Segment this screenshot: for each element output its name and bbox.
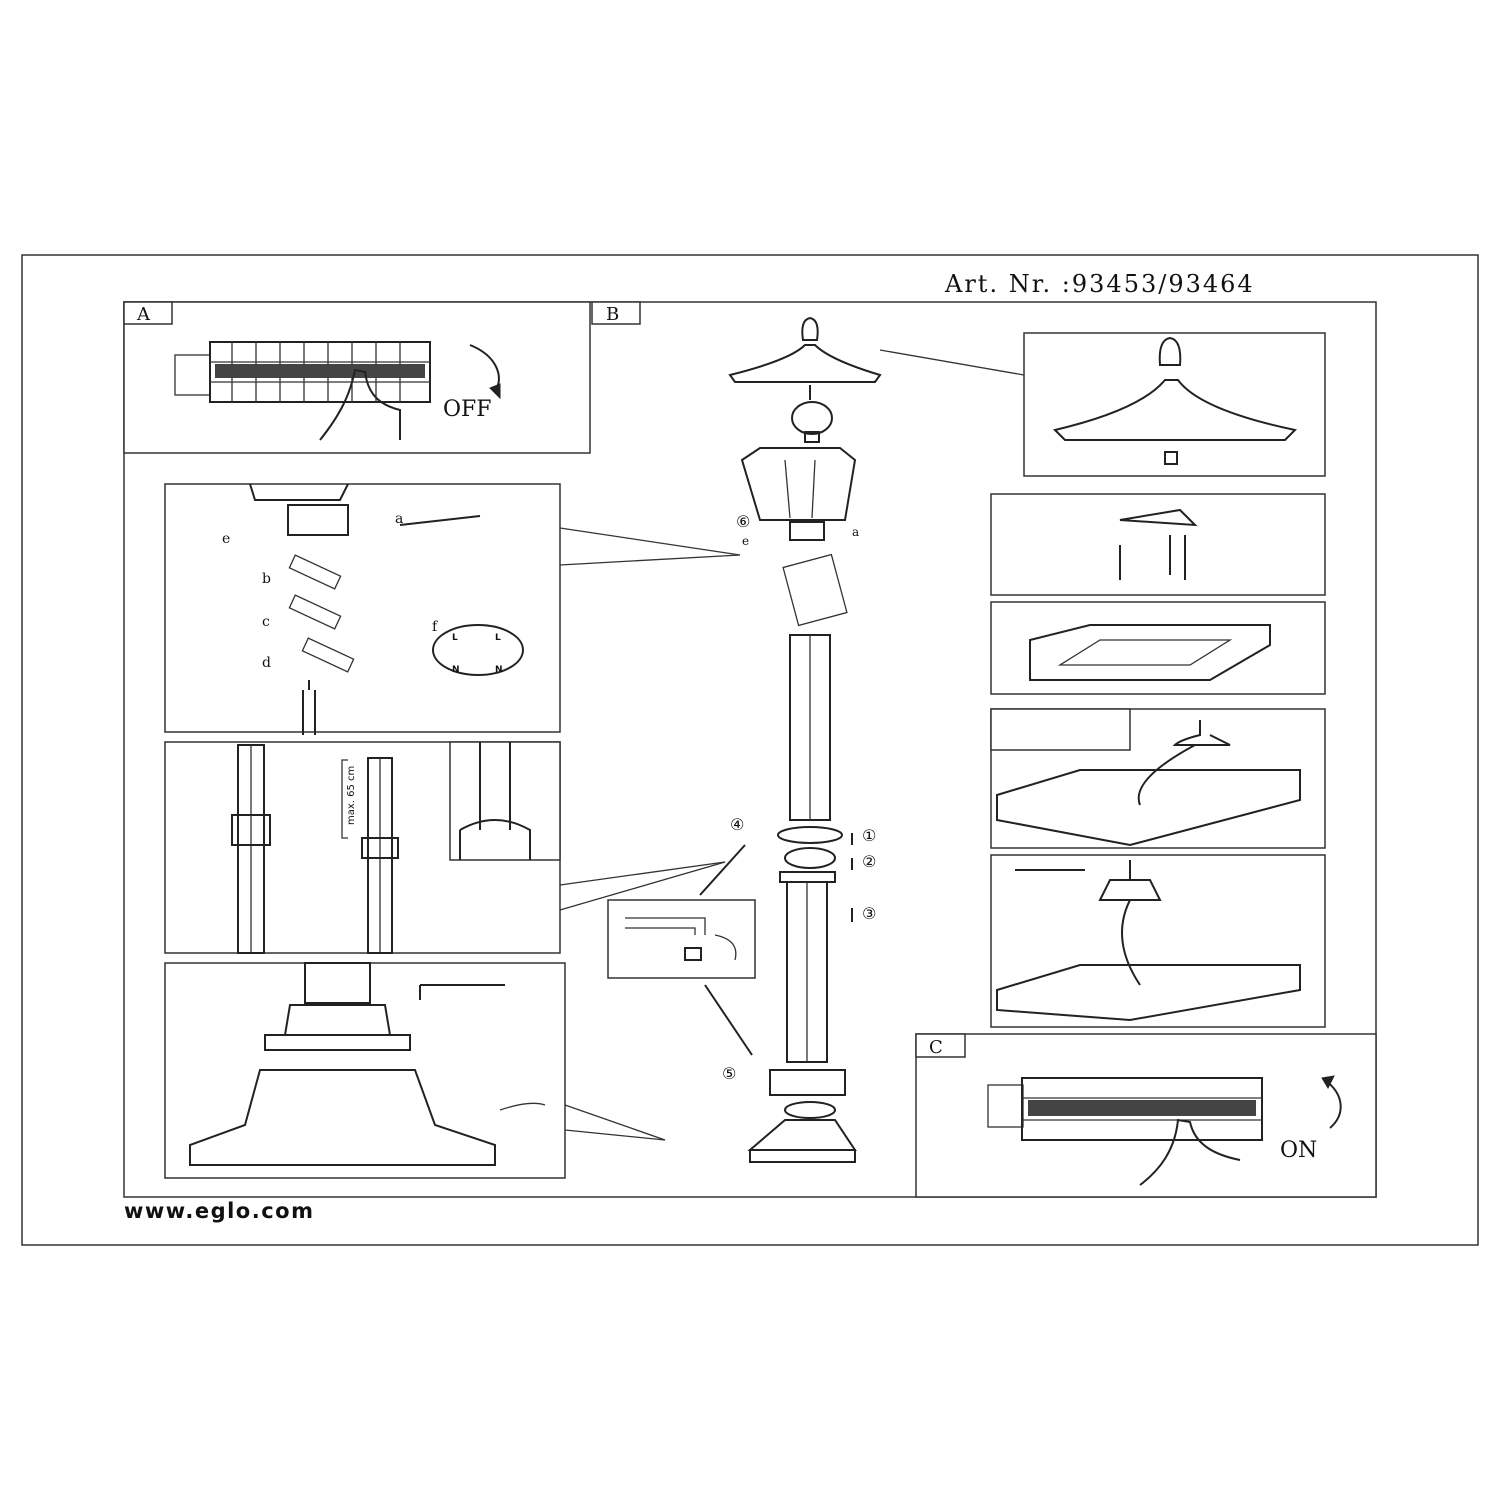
detail-anchor-bolts	[990, 493, 1326, 596]
svg-text:d: d	[262, 655, 271, 671]
website-link[interactable]: www.eglo.com	[124, 1199, 314, 1223]
svg-text:c: c	[262, 614, 270, 630]
allen-key-icon	[625, 917, 706, 935]
svg-text:N: N	[452, 665, 460, 675]
svg-text:e: e	[222, 531, 230, 547]
detail-base-mounting	[164, 962, 566, 1179]
article-number: Art. Nr. :93453/93464	[944, 270, 1255, 298]
fuse-box-icon	[1021, 1077, 1263, 1141]
switch-off-label: OFF	[443, 397, 492, 422]
svg-text:b: b	[262, 571, 271, 587]
panel-c-label: C	[929, 1037, 943, 1058]
panel-b-label: B	[606, 304, 619, 325]
terminal-block-icon	[288, 554, 355, 673]
light-bulb-icon	[791, 401, 833, 435]
detail-base-fixing	[990, 854, 1326, 1028]
svg-text:a: a	[852, 525, 859, 539]
panel-a-label: A	[136, 304, 151, 325]
switch-on-label: ON	[1280, 1138, 1317, 1163]
detail-concrete-foundation	[990, 601, 1326, 695]
screw-icon	[684, 947, 702, 961]
allen-key-icon	[419, 984, 505, 1000]
detail-shade-cap	[1023, 332, 1326, 477]
svg-text:N: N	[495, 665, 503, 675]
svg-text:③: ③	[862, 904, 876, 923]
hand-icon	[1139, 1118, 1241, 1186]
svg-text:①: ①	[862, 826, 876, 845]
detail-pole-cutting: max. 65 cm	[164, 741, 561, 954]
cable-icon	[302, 680, 316, 735]
svg-text:L: L	[452, 633, 458, 643]
svg-text:a: a	[395, 511, 403, 527]
hand-icon	[319, 368, 401, 441]
svg-text:⑥: ⑥	[736, 512, 750, 531]
screwdriver-icon	[399, 515, 481, 526]
panel-a-switch-off: A OFF	[123, 301, 591, 454]
svg-text:⑤: ⑤	[722, 1064, 736, 1083]
tool-inset	[607, 899, 756, 979]
max-length-label: max. 65 cm	[346, 766, 357, 825]
detail-cable-through-foundation	[990, 708, 1326, 849]
lantern-head	[740, 447, 857, 521]
svg-text:f: f	[432, 619, 439, 635]
panel-c-switch-on: C ON	[915, 1033, 1377, 1198]
svg-text:e: e	[742, 534, 749, 548]
terminal-diagram-icon	[432, 624, 524, 676]
fuse-box-icon	[209, 341, 431, 403]
svg-text:④: ④	[730, 815, 744, 834]
svg-text:②: ②	[862, 852, 876, 871]
svg-text:L: L	[495, 633, 501, 643]
lamp-post-exploded-view: ⑥ e a ① ② ③ ④ ⑤	[722, 316, 882, 1163]
detail-wiring-connection: a e b c d f L L N N	[164, 483, 561, 735]
